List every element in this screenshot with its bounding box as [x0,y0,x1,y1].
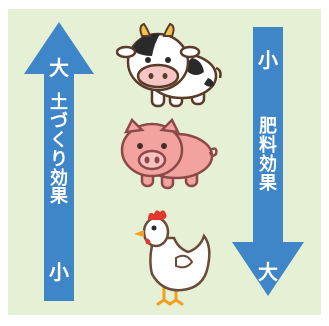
left-label-char-5: 効 [50,167,68,189]
right-arrow-bottom-label: 大 [258,260,278,284]
right-label-char-1: 肥 [259,116,277,137]
right-label-char-2: 料 [259,134,277,156]
left-arrow-bottom-label: 小 [49,260,69,284]
chicken-icon [124,208,216,308]
left-arrow-top-label: 大 [49,56,69,80]
right-arrow-middle-label: 肥 料 効 果 [256,116,280,194]
left-arrow-middle-label: 土 づ く り 効 果 [47,92,71,208]
left-label-char-6: 果 [50,186,68,208]
pig-icon [116,116,220,192]
right-label-char-4: 果 [259,172,277,194]
right-arrow-top-label: 小 [258,48,278,72]
left-label-char-2: づ [50,110,68,132]
right-down-arrow [230,26,306,298]
left-label-char-1: 土 [50,92,68,113]
right-label-char-3: 効 [259,153,277,175]
cow-icon [116,20,224,112]
left-label-char-3: く [50,129,68,151]
left-label-char-4: り [50,148,68,170]
left-up-arrow [22,20,96,302]
